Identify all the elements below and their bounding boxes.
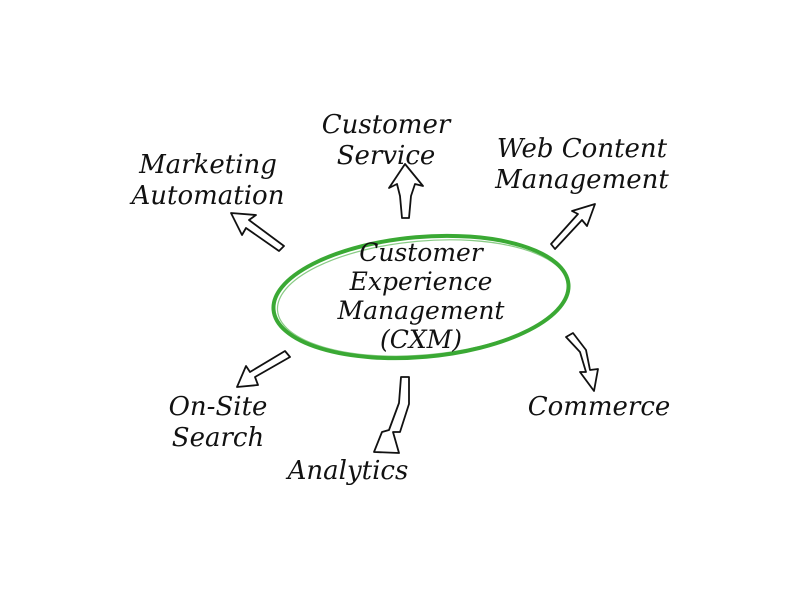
node-label-line-2: Search	[171, 423, 265, 453]
node-label-line-1: Customer	[321, 110, 451, 140]
center-label-line-1: Customer	[359, 238, 483, 267]
center-label-line-2: Experience	[349, 267, 493, 296]
node-label-line-1: Marketing	[139, 150, 277, 180]
node-marketing-automation: Marketing Automation	[108, 150, 308, 212]
node-label-line-2: Service	[336, 141, 436, 171]
center-label-line-3: Management	[337, 296, 505, 325]
arrow-to-marketing-automation	[230, 212, 285, 252]
node-commerce: Commerce	[506, 392, 692, 423]
node-label-line-1: Commerce	[527, 392, 671, 422]
node-label-line-1: Web Content	[496, 134, 668, 164]
arrow-to-commerce	[565, 332, 599, 392]
node-label-line-1: On-Site	[168, 392, 268, 422]
center-ellipse-trace	[276, 239, 570, 357]
arrow-to-on-site-search	[236, 350, 291, 388]
node-analytics: Analytics	[266, 456, 430, 487]
node-label-line-2: Management	[495, 165, 669, 195]
center-label-line-4: (CXM)	[379, 325, 463, 354]
node-on-site-search: On-Site Search	[148, 392, 288, 454]
arrow-to-customer-service	[388, 163, 424, 219]
node-label-line-2: Automation	[131, 181, 285, 211]
arrow-to-analytics	[373, 376, 410, 454]
node-customer-service: Customer Service	[306, 110, 466, 172]
center-label: Customer Experience Management (CXM)	[311, 238, 531, 354]
arrow-to-web-content-management	[550, 203, 596, 250]
node-web-content-management: Web Content Management	[472, 134, 692, 196]
node-label-line-1: Analytics	[287, 456, 409, 486]
